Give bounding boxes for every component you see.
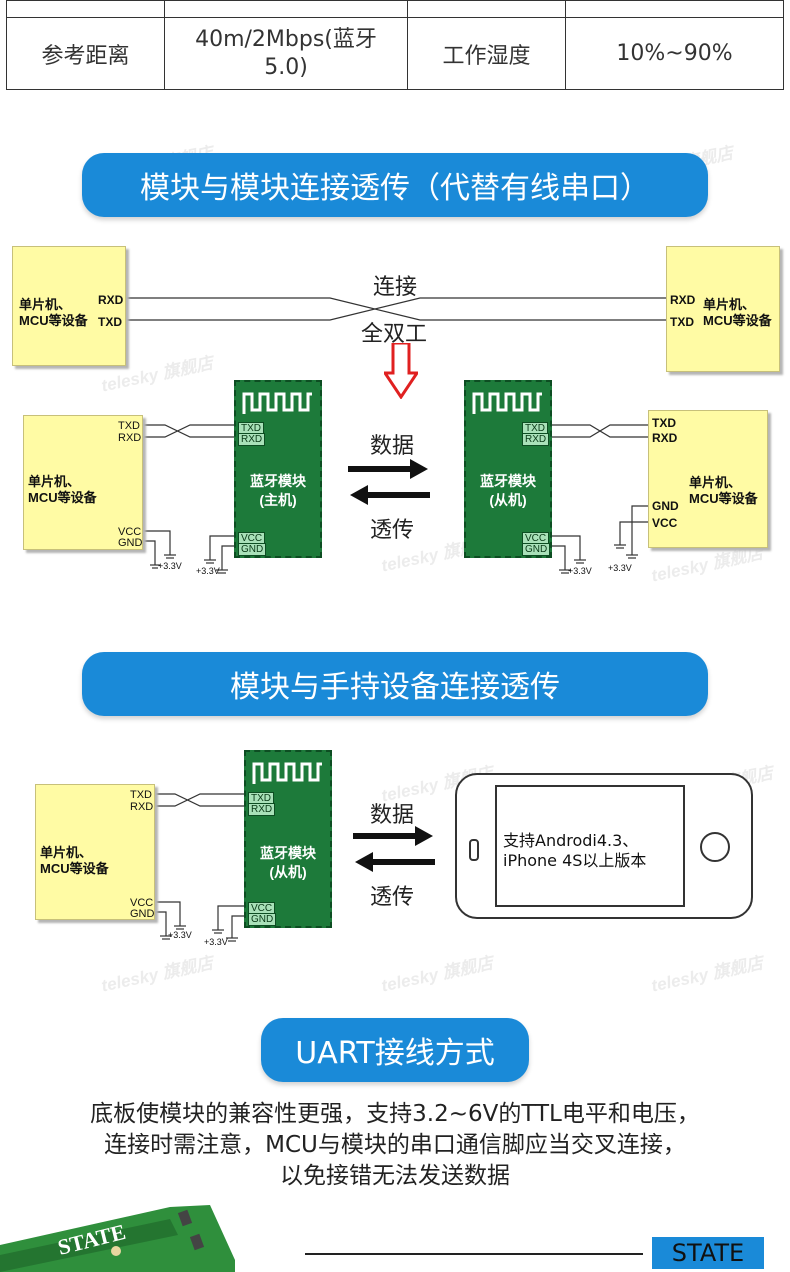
section1-banner: 模块与模块连接透传（代替有线串口） [82,153,708,217]
watermark: telesky 旗舰店 [99,953,215,996]
tag-gnd: GND [248,913,277,926]
pin-vcc: VCC [130,897,154,909]
bt-module-master: TXD RXD 蓝牙模块(主机) VCC GND [234,380,322,558]
phone-support-text: 支持Androdi4.3、iPhone 4S以上版本 [503,831,647,870]
uart-line3: 以免接错无法发送数据 [280,1163,510,1189]
pin-vcc: VCC [652,516,678,530]
pin-gnd: GND [130,908,155,920]
mcu-device-section2: TXD RXD 单片机、MCU等设备 VCC GND [35,784,155,920]
pin-txd: TXD [98,315,122,329]
antenna-icon [252,762,322,784]
bt-module-slave: TXD RXD 蓝牙模块(从机) VCC GND [464,380,552,558]
pin-gnd: GND [118,537,143,549]
bt-title: 蓝牙模块(主机) [250,473,306,508]
pin-rxd: RXD [670,293,696,307]
pin-txd: TXD [130,789,152,801]
pin-txd: TXD [118,420,140,432]
tag-gnd: GND [238,543,267,556]
pin-gnd: GND [652,499,679,513]
mcu-name: 单片机、MCU等设备 [19,297,88,328]
voltage-label: +3.3V [568,566,592,576]
section2-banner: 模块与手持设备连接透传 [82,652,708,716]
pin-rxd: RXD [98,293,124,307]
tag-rxd: RXD [248,803,276,816]
section3-banner: UART接线方式 [261,1018,529,1082]
tag-vcc: VCC [522,532,550,545]
spec-label-range: 参考距离 [6,17,165,90]
mcu-device-left: TXD RXD 单片机、MCU等设备 VCC GND [23,415,143,550]
pin-rxd: RXD [118,432,142,444]
watermark: telesky 旗舰店 [379,953,495,996]
phone-speaker [469,839,479,861]
spec-value-humidity: 10%~90% [565,17,784,90]
transparent-label: 透传 [370,885,415,910]
bidirectional-arrow-icon [353,826,435,872]
antenna-icon [242,392,312,414]
spec-label-humidity: 工作湿度 [407,17,566,90]
voltage-label: +3.3V [608,563,632,573]
uart-line2: 连接时需注意，MCU与模块的串口通信脚应当交叉连接， [104,1132,686,1158]
mcu-device-top-right: RXD TXD 单片机、MCU等设备 [666,246,780,372]
bt-title: 蓝牙模块(从机) [480,473,536,508]
bt-title: 蓝牙模块(从机) [260,845,316,880]
tag-gnd: GND [522,543,551,556]
section1-wiring [122,297,666,574]
mcu-device-right: TXD RXD 单片机、MCU等设备 GND VCC [648,410,768,548]
mcu-name: 单片机、MCU等设备 [40,845,109,876]
voltage-label: +3.3V [158,561,182,571]
mcu-device-top-left: 单片机、MCU等设备 RXD TXD [12,246,126,366]
pin-txd: TXD [652,416,676,430]
footer-line [305,1253,643,1255]
pin-txd: TXD [670,315,694,329]
tag-vcc: VCC [238,532,266,545]
antenna-icon [472,392,542,414]
phone-screen: 支持Androdi4.3、iPhone 4S以上版本 [495,785,685,907]
voltage-label: +3.3V [196,566,220,576]
tag-rxd: RXD [522,433,550,446]
spec-table: 参考距离 40m/2Mbps(蓝牙5.0) 工作湿度 10%~90% [6,0,784,90]
data-label: 数据 [370,434,415,459]
smartphone: 支持Androdi4.3、iPhone 4S以上版本 [455,773,753,919]
watermark: telesky 旗舰店 [649,953,765,996]
spec-value-range: 40m/2Mbps(蓝牙5.0) [164,17,408,90]
bt-module-slave-section2: TXD RXD 蓝牙模块(从机) VCC GND [244,750,332,928]
voltage-label: +3.3V [204,937,228,947]
transparent-label: 透传 [370,518,415,543]
bidirectional-arrow-icon [348,459,430,505]
voltage-label: +3.3V [168,930,192,940]
uart-line1: 底板使模块的兼容性更强，支持3.2~6V的TTL电平和电压， [90,1101,700,1127]
tag-rxd: RXD [238,433,266,446]
mcu-name: 单片机、MCU等设备 [689,475,758,506]
section2-wiring [152,793,246,942]
state-badge: STATE [652,1237,764,1269]
board-photo: STATE [0,1205,235,1272]
uart-description: 底板使模块的兼容性更强，支持3.2~6V的TTL电平和电压， 连接时需注意，MC… [0,1099,790,1192]
pin-rxd: RXD [652,431,678,445]
mcu-name: 单片机、MCU等设备 [703,297,772,328]
data-label: 数据 [370,803,415,828]
mcu-name: 单片机、MCU等设备 [28,474,97,505]
pin-vcc: VCC [118,526,142,538]
pin-rxd: RXD [130,801,154,813]
phone-home-button [700,832,730,862]
down-arrow-icon [384,343,418,399]
connect-label: 连接 [373,275,418,300]
